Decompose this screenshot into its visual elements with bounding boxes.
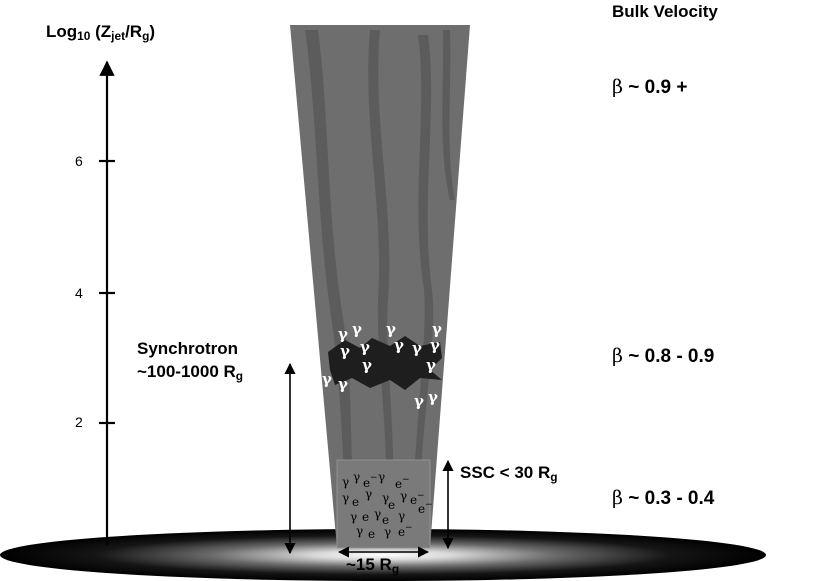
ssc-label-sub: g	[550, 470, 558, 484]
photon-symbol: γ	[360, 338, 370, 356]
electron-charge: −	[370, 473, 378, 483]
synchrotron-size-label: ~100-1000 Rg	[137, 362, 243, 383]
electron-symbol: e	[363, 476, 370, 490]
photon-symbol: γ	[394, 336, 404, 354]
velocity-outer-value: ~ 0.9 +	[622, 77, 688, 98]
photon-symbol: γ	[378, 470, 385, 484]
photon-symbol: γ	[430, 336, 440, 354]
photon-symbol: γ	[338, 375, 348, 393]
y-axis-title-close: )	[149, 22, 155, 41]
y-axis-title-base: 10	[77, 29, 91, 43]
photon-symbol: γ	[384, 525, 391, 539]
synchrotron-cloud	[328, 336, 442, 390]
ssc-label-value: SSC < 30 R	[460, 463, 551, 482]
electron-charge: −	[405, 523, 413, 533]
electron-symbol: e	[352, 495, 359, 509]
base-width-sub: g	[391, 562, 400, 576]
photon-symbol: γ	[350, 510, 357, 524]
electron-symbol: e	[388, 498, 395, 512]
photon-symbol: γ	[352, 320, 362, 338]
y-axis-title-g: g	[142, 29, 150, 43]
electron-symbol: e	[418, 502, 425, 516]
ssc-particles: γ γ e − γ e − γ e γ γ e γ e − γ e γ e γ …	[342, 470, 433, 541]
base-width-value: ~15 R	[346, 555, 392, 574]
y-axis-title-jet: jet	[111, 29, 126, 43]
y-axis-title-mid: /R	[125, 22, 143, 41]
y-axis-title-open: (Z	[90, 22, 112, 41]
photon-symbol: γ	[322, 370, 332, 388]
electron-charge: −	[417, 491, 425, 501]
y-axis-title-log: Log	[46, 22, 78, 41]
electron-symbol: e	[398, 525, 405, 539]
photon-symbol: γ	[400, 489, 407, 503]
photon-symbol: γ	[414, 392, 424, 410]
base-width-label: ~15 Rg	[346, 555, 399, 576]
velocity-middle: β ~ 0.8 - 0.9	[612, 345, 714, 368]
photon-symbols-synchrotron: γ γ γ γ γ γ γ γ γ γ γ γ γ γ γ	[322, 320, 442, 410]
beta-symbol: β	[612, 487, 623, 509]
electron-symbol: e	[382, 513, 389, 527]
photon-symbol: γ	[342, 491, 349, 505]
y-tick-label-6: 6	[75, 153, 83, 169]
y-tick-label-2: 2	[75, 414, 83, 430]
photon-symbol: γ	[412, 339, 422, 357]
bulk-velocity-heading: Bulk Velocity	[612, 2, 718, 21]
photon-symbol: γ	[365, 487, 372, 501]
photon-symbol: γ	[428, 388, 438, 406]
electron-symbol: e	[362, 510, 369, 524]
photon-symbol: γ	[432, 320, 442, 338]
velocity-outer: β ~ 0.9 +	[612, 76, 687, 99]
electron-symbol: e	[395, 477, 402, 491]
photon-symbol: γ	[356, 524, 363, 538]
y-axis-title: Log10 (Zjet/Rg)	[46, 22, 155, 43]
photon-symbol: γ	[338, 325, 348, 343]
photon-symbol: γ	[382, 491, 389, 505]
photon-symbol: γ	[426, 356, 436, 374]
beta-symbol: β	[612, 76, 623, 98]
photon-symbol: γ	[362, 356, 372, 374]
velocity-middle-value: ~ 0.8 - 0.9	[622, 346, 715, 367]
beta-symbol: β	[612, 345, 623, 367]
photon-symbol: γ	[398, 509, 405, 523]
synchrotron-size-sub: g	[235, 369, 244, 383]
photon-symbol: γ	[353, 470, 360, 484]
velocity-inner: β ~ 0.3 - 0.4	[612, 487, 714, 510]
electron-symbol: e	[410, 493, 417, 507]
photon-symbol: γ	[386, 320, 396, 338]
y-tick-label-4: 4	[75, 285, 83, 301]
electron-charge: −	[425, 500, 433, 510]
electron-symbol: e	[368, 527, 375, 541]
photon-symbol: γ	[342, 475, 349, 489]
ssc-label: SSC < 30 Rg	[460, 463, 558, 484]
photon-symbol: γ	[340, 342, 350, 360]
synchrotron-label: Synchrotron	[137, 339, 239, 358]
electron-charge: −	[402, 475, 410, 485]
photon-symbol: γ	[374, 507, 381, 521]
velocity-inner-value: ~ 0.3 - 0.4	[622, 488, 715, 509]
synchrotron-size-value: ~100-1000 R	[137, 362, 236, 381]
jet-streaks	[305, 30, 455, 545]
